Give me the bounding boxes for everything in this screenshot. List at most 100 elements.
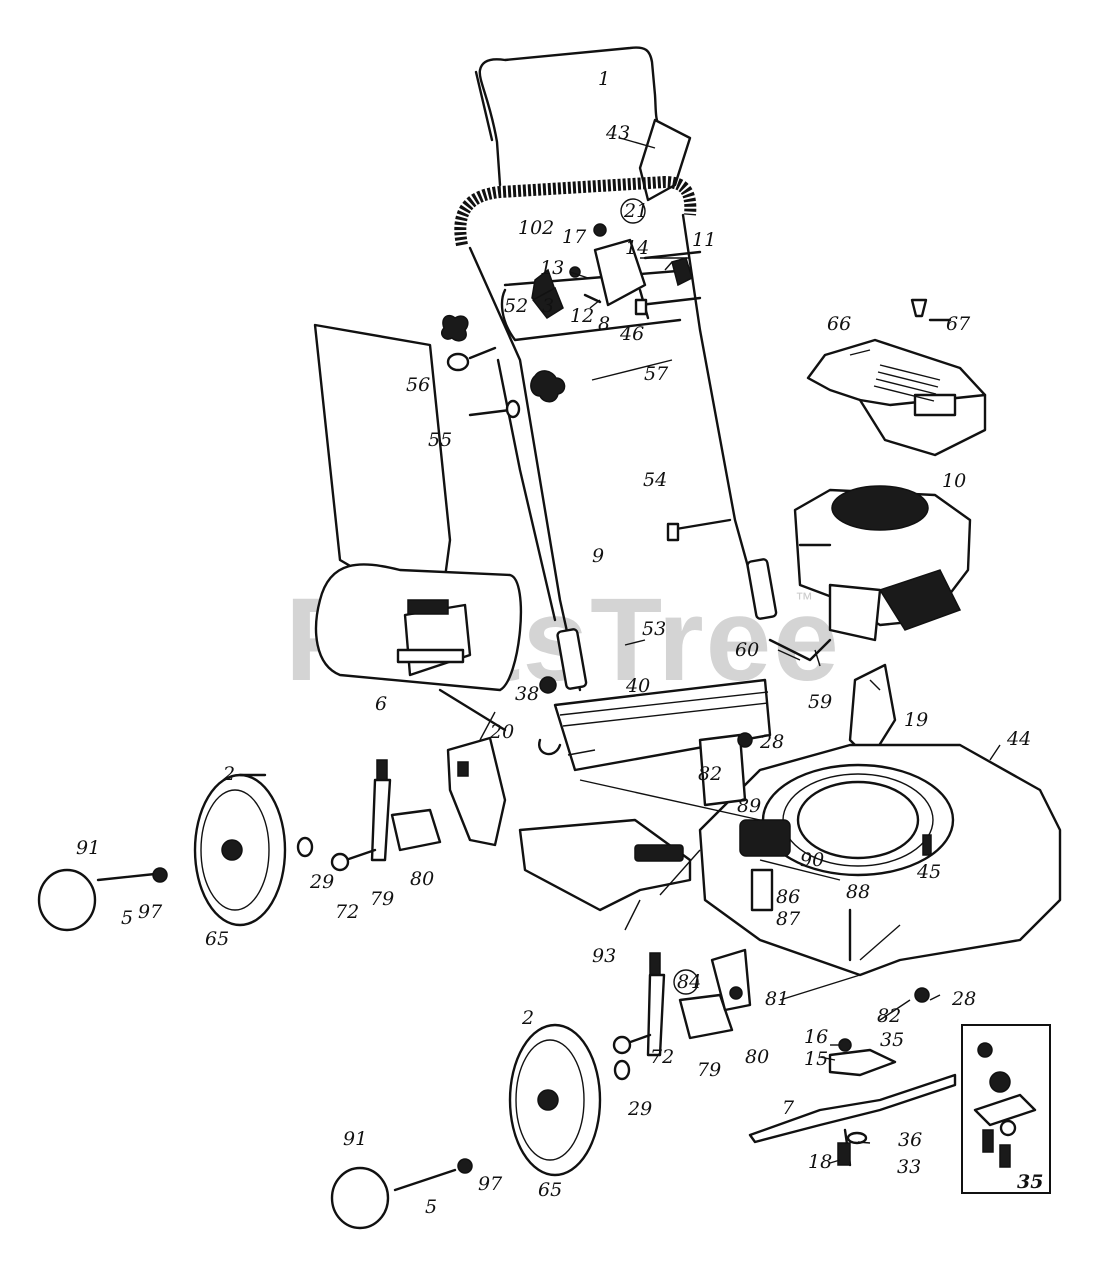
part-handle-grip[interactable] bbox=[454, 175, 697, 247]
callout-38[interactable]: 38 bbox=[515, 683, 539, 705]
callout-40[interactable]: 40 bbox=[625, 675, 650, 697]
callout-11[interactable]: 11 bbox=[692, 229, 716, 251]
callout-14[interactable]: 14 bbox=[625, 237, 649, 259]
part-blade-adapter[interactable] bbox=[828, 1038, 897, 1167]
part-washer-29-bottom[interactable] bbox=[613, 1059, 631, 1081]
callout-79-bottom[interactable]: 79 bbox=[697, 1059, 721, 1081]
callout-35-main[interactable]: 35 bbox=[880, 1029, 904, 1051]
callout-84[interactable]: 84 bbox=[677, 971, 701, 993]
callout-35-inset[interactable]: 35 bbox=[1017, 1171, 1043, 1193]
callout-72-bottom[interactable]: 72 bbox=[650, 1046, 674, 1068]
inset-blade-adapter[interactable] bbox=[961, 1024, 1051, 1194]
callout-28-top[interactable]: 28 bbox=[759, 731, 784, 753]
callout-12[interactable]: 12 bbox=[570, 305, 594, 327]
part-washer-29-top[interactable] bbox=[296, 836, 314, 858]
callout-46[interactable]: 46 bbox=[619, 323, 644, 345]
callout-82-bottom[interactable]: 82 bbox=[877, 1005, 901, 1027]
callout-93[interactable]: 93 bbox=[592, 945, 616, 967]
callout-19[interactable]: 19 bbox=[904, 709, 928, 731]
part-bolt-45[interactable] bbox=[922, 834, 932, 856]
callout-17[interactable]: 17 bbox=[562, 226, 587, 248]
callout-2-top[interactable]: 2 bbox=[222, 763, 235, 785]
part-engine-cover[interactable] bbox=[806, 338, 987, 457]
callout-20[interactable]: 20 bbox=[489, 721, 514, 743]
callout-5-bottom[interactable]: 5 bbox=[425, 1196, 437, 1218]
part-grass-catcher[interactable] bbox=[313, 323, 523, 732]
callout-79-top[interactable]: 79 bbox=[370, 888, 394, 910]
callout-91-bottom[interactable]: 91 bbox=[343, 1128, 367, 1150]
part-wheel-adjuster-top[interactable] bbox=[330, 759, 442, 872]
callout-59[interactable]: 59 bbox=[808, 691, 832, 713]
callout-55[interactable]: 55 bbox=[428, 429, 452, 451]
callout-28-bottom[interactable]: 28 bbox=[951, 988, 976, 1010]
callout-36[interactable]: 36 bbox=[898, 1129, 922, 1151]
part-hinge-bracket[interactable] bbox=[446, 736, 507, 847]
callout-6[interactable]: 6 bbox=[375, 693, 387, 715]
callout-16[interactable]: 16 bbox=[804, 1026, 828, 1048]
callout-87[interactable]: 87 bbox=[776, 908, 801, 930]
part-upper-handle[interactable] bbox=[474, 46, 692, 202]
callout-9[interactable]: 9 bbox=[592, 545, 604, 567]
part-axle-bolt-bottom[interactable] bbox=[393, 1158, 473, 1192]
part-bolt-55[interactable] bbox=[468, 399, 521, 419]
callout-82-top[interactable]: 82 bbox=[698, 763, 722, 785]
part-knob-57[interactable] bbox=[530, 370, 566, 403]
callout-102[interactable]: 102 bbox=[518, 217, 554, 239]
callout-60[interactable]: 60 bbox=[735, 639, 759, 661]
callout-54[interactable]: 54 bbox=[643, 469, 667, 491]
callout-67[interactable]: 67 bbox=[946, 313, 971, 335]
callout-72-top[interactable]: 72 bbox=[335, 901, 359, 923]
callout-52[interactable]: 52 bbox=[504, 295, 528, 317]
callout-65-top[interactable]: 65 bbox=[205, 928, 229, 950]
callout-3[interactable]: 3 bbox=[542, 295, 554, 317]
part-control-cable[interactable] bbox=[634, 296, 732, 542]
callout-13[interactable]: 13 bbox=[540, 257, 564, 279]
callout-65-bottom[interactable]: 65 bbox=[538, 1179, 562, 1201]
part-handle-knob[interactable] bbox=[531, 257, 693, 319]
part-wheel-adjuster-bottom[interactable] bbox=[612, 948, 752, 1057]
part-cable-59[interactable] bbox=[768, 638, 832, 662]
callout-21[interactable]: 21 bbox=[623, 200, 648, 222]
callout-66[interactable]: 66 bbox=[827, 313, 851, 335]
callout-80-top[interactable]: 80 bbox=[410, 868, 434, 890]
part-rear-baffle[interactable] bbox=[538, 676, 772, 772]
part-hubcap-91-top[interactable] bbox=[37, 868, 97, 932]
callout-1[interactable]: 1 bbox=[598, 68, 610, 90]
part-knob-56[interactable] bbox=[440, 314, 497, 372]
part-axle-bolt-top[interactable] bbox=[96, 867, 168, 883]
part-engine-bracket[interactable] bbox=[848, 663, 897, 762]
callout-2-bottom[interactable]: 2 bbox=[521, 1007, 534, 1029]
callout-8[interactable]: 8 bbox=[598, 313, 610, 335]
callout-15[interactable]: 15 bbox=[804, 1048, 828, 1070]
part-height-adjuster[interactable] bbox=[698, 733, 791, 912]
callout-86[interactable]: 86 bbox=[776, 886, 800, 908]
callout-29-top[interactable]: 29 bbox=[309, 871, 334, 893]
callout-18[interactable]: 18 bbox=[808, 1151, 832, 1173]
callout-53[interactable]: 53 bbox=[642, 618, 666, 640]
callout-91-top[interactable]: 91 bbox=[76, 837, 100, 859]
callout-56[interactable]: 56 bbox=[406, 374, 430, 396]
callout-80-bottom[interactable]: 80 bbox=[745, 1046, 769, 1068]
part-front-wheel[interactable] bbox=[508, 1023, 602, 1177]
callout-44[interactable]: 44 bbox=[1006, 728, 1031, 750]
callout-7[interactable]: 7 bbox=[782, 1097, 795, 1119]
part-discharge-chute[interactable] bbox=[518, 818, 692, 912]
part-bolt-28[interactable] bbox=[737, 732, 930, 1003]
part-screw-67[interactable] bbox=[910, 298, 952, 322]
callout-43[interactable]: 43 bbox=[605, 122, 630, 144]
part-mower-deck[interactable] bbox=[698, 743, 1062, 977]
callout-97-top[interactable]: 97 bbox=[138, 901, 163, 923]
callout-33[interactable]: 33 bbox=[897, 1156, 921, 1178]
part-rear-wheel-left[interactable] bbox=[193, 773, 287, 927]
callout-5-top[interactable]: 5 bbox=[121, 907, 133, 929]
callout-45[interactable]: 45 bbox=[916, 861, 941, 883]
callout-90[interactable]: 90 bbox=[800, 849, 824, 871]
callout-10[interactable]: 10 bbox=[942, 470, 966, 492]
part-engine[interactable] bbox=[793, 485, 972, 642]
callout-97-bottom[interactable]: 97 bbox=[478, 1173, 503, 1195]
part-blade[interactable] bbox=[748, 1073, 957, 1144]
callout-88[interactable]: 88 bbox=[846, 881, 870, 903]
part-lower-handle[interactable] bbox=[468, 213, 778, 692]
callout-29-bottom[interactable]: 29 bbox=[627, 1098, 652, 1120]
callout-89[interactable]: 89 bbox=[737, 795, 761, 817]
